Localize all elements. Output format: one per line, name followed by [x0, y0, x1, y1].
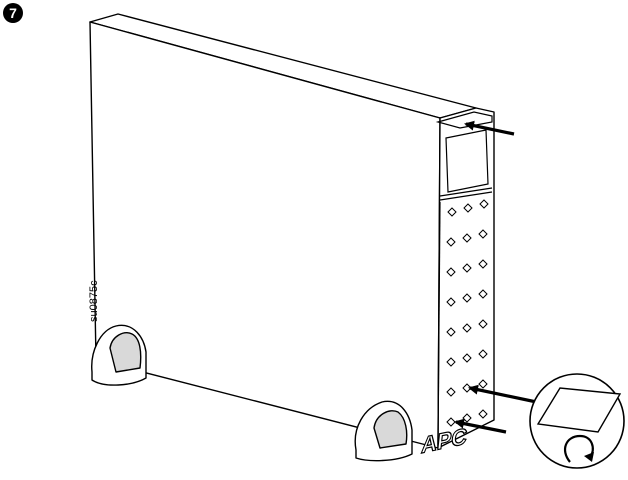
rotate-arrow-icon: [563, 434, 594, 463]
logo-plate: [536, 387, 622, 433]
arrows: [454, 120, 547, 434]
arrow-logo: [468, 384, 547, 406]
ups-unit: [89, 13, 495, 449]
stands: [91, 324, 413, 462]
arrow-bottom: [454, 418, 507, 434]
arrow-display: [464, 120, 515, 136]
vent-holes: [446, 199, 489, 427]
display-window: [445, 129, 489, 193]
step-number-badge: 7: [3, 3, 23, 23]
logo-callout: APC: [420, 373, 625, 469]
bezel-top-slot: [435, 111, 493, 129]
front-bezel: [435, 111, 493, 447]
